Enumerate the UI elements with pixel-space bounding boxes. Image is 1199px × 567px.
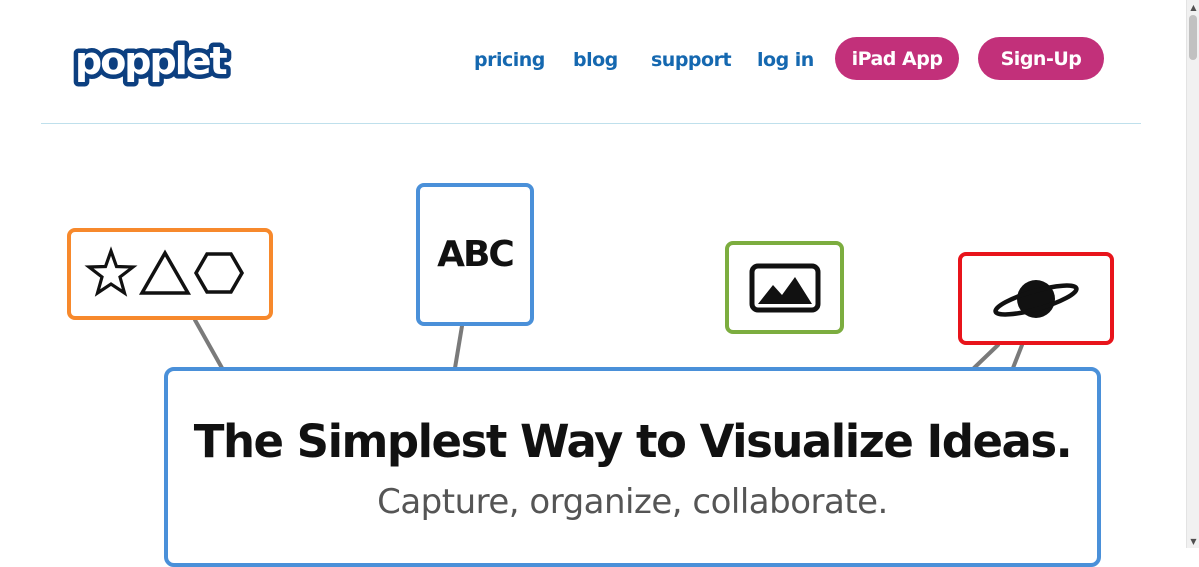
- triangle-icon: [138, 249, 192, 295]
- header-divider: [41, 123, 1141, 124]
- text-card-label: ABC: [437, 234, 515, 275]
- hero-card: The Simplest Way to Visualize Ideas. Cap…: [164, 367, 1101, 567]
- hero-subtitle: Capture, organize, collaborate.: [377, 482, 888, 522]
- star-icon: [84, 246, 138, 297]
- popplet-logo[interactable]: popplet popplet: [71, 34, 235, 88]
- signup-button[interactable]: Sign-Up: [978, 37, 1104, 80]
- vertical-scrollbar[interactable]: ▲ ▼: [1186, 0, 1199, 548]
- planet-card[interactable]: [958, 252, 1114, 345]
- shapes-card[interactable]: [67, 228, 273, 320]
- text-card[interactable]: ABC: [416, 183, 534, 326]
- logo-text: popplet: [75, 39, 228, 83]
- ipad-app-button[interactable]: iPad App: [835, 37, 959, 80]
- planet-icon: [993, 279, 1079, 318]
- nav-support-link[interactable]: support: [651, 49, 732, 71]
- image-icon: [749, 263, 820, 312]
- image-card[interactable]: [725, 241, 844, 334]
- nav-blog-link[interactable]: blog: [573, 49, 618, 71]
- hero-title: The Simplest Way to Visualize Ideas.: [193, 415, 1073, 468]
- logo-text-outline: popplet: [75, 39, 228, 83]
- hexagon-icon: [193, 252, 245, 294]
- nav-login-link[interactable]: log in: [757, 49, 814, 71]
- scroll-down-arrow-icon[interactable]: ▼: [1190, 536, 1197, 546]
- scroll-up-arrow-icon[interactable]: ▲: [1190, 2, 1197, 12]
- scroll-thumb[interactable]: [1189, 15, 1197, 60]
- card-connectors: [193, 318, 1024, 370]
- nav-pricing-link[interactable]: pricing: [474, 49, 545, 71]
